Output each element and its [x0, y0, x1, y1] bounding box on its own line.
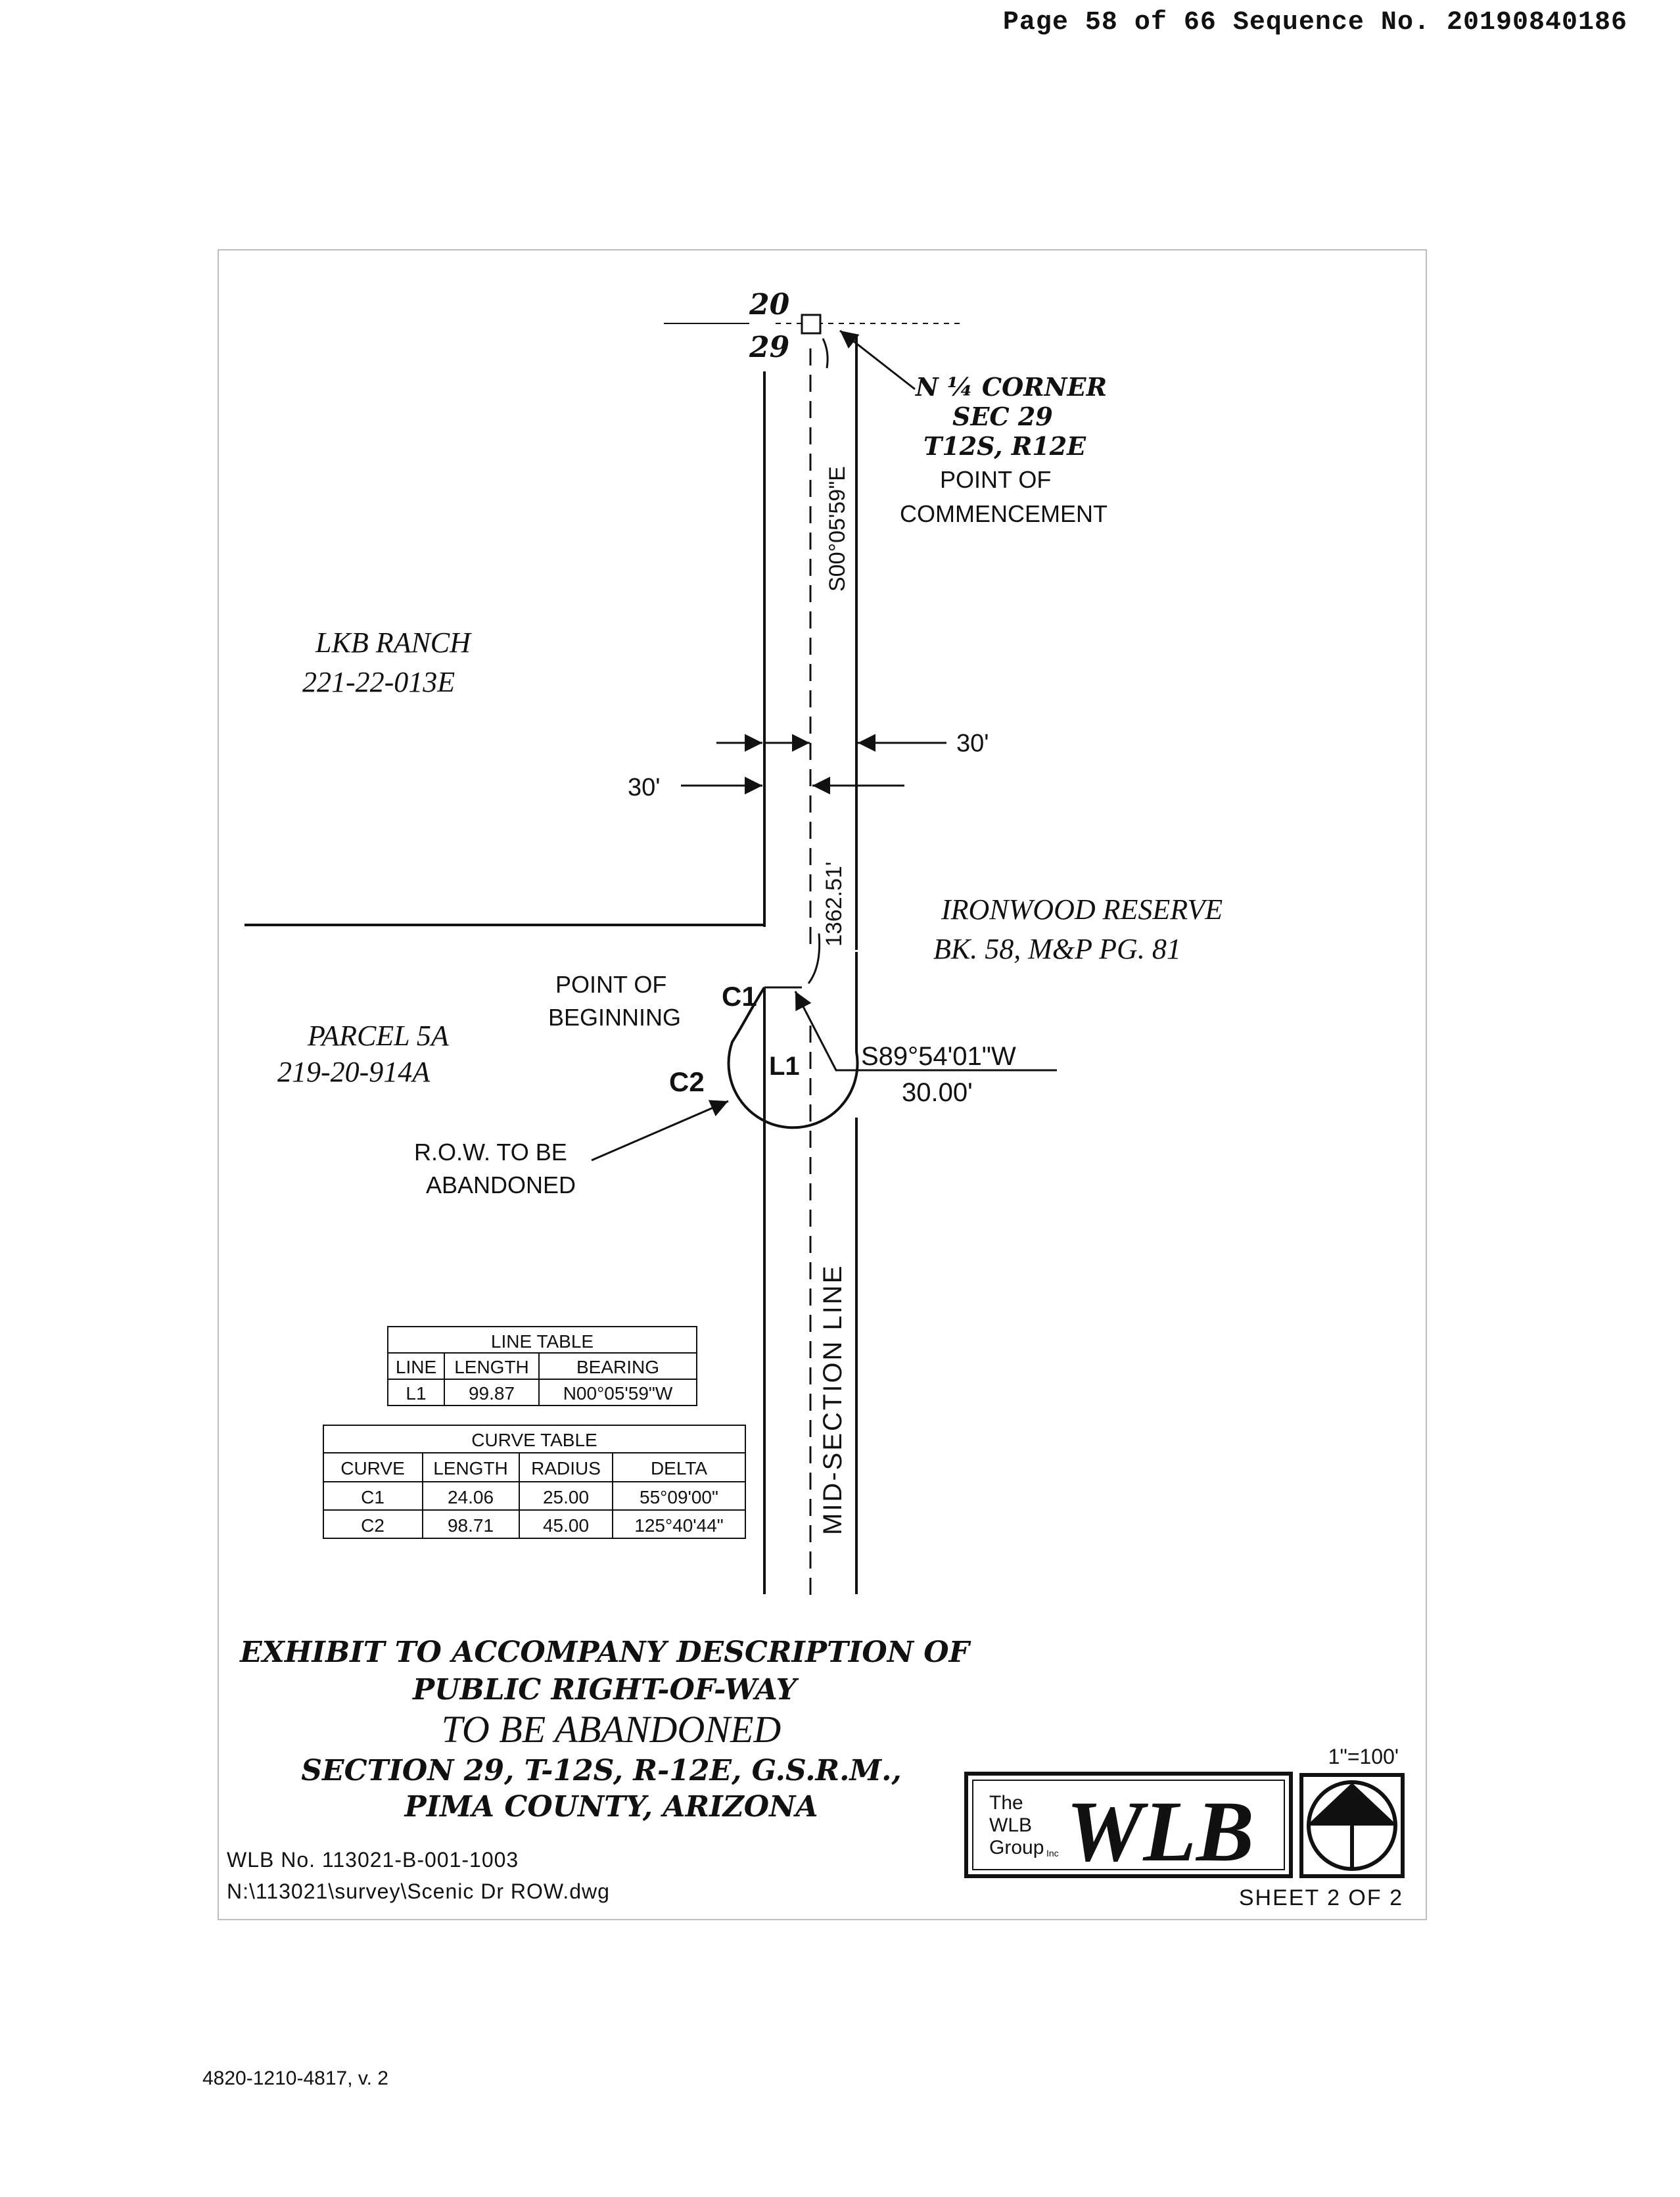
east-bearing-label: S89°54'01"W [861, 1042, 1016, 1071]
curve-table-cell: 45.00 [543, 1515, 589, 1536]
bearing-leader [794, 991, 1057, 1072]
centerline-curl [822, 338, 829, 369]
logo-wlb-text: WLB [1066, 1783, 1254, 1879]
cul-de-sac-outline [727, 952, 859, 1129]
drawing-scale: 1"=100' [1328, 1745, 1399, 1768]
title-block: EXHIBIT TO ACCOMPANY DESCRIPTION OF PUBL… [227, 1636, 1403, 1910]
north-bearing-label: S00°05'59"E [825, 466, 850, 592]
parcel-5a-name: PARCEL 5A [307, 1020, 450, 1052]
sheet-number: SHEET 2 OF 2 [1239, 1885, 1403, 1910]
curve-table-cell: 25.00 [543, 1487, 589, 1507]
commencement-label-1: POINT OF [940, 466, 1051, 493]
document-id: 4820-1210-4817, v. 2 [202, 2067, 388, 2089]
wlb-job-number: WLB No. 113021-B-001-1003 [227, 1848, 519, 1872]
curve-table: CURVE TABLE CURVE LENGTH RADIUS DELTA C1… [323, 1425, 746, 1539]
ironwood-reserve-name: IRONWOOD RESERVE [941, 893, 1223, 926]
north-arrow-icon [1299, 1773, 1405, 1878]
ironwood-reserve-book: BK. 58, M&P PG. 81 [933, 933, 1181, 965]
width-label-west: 30' [628, 774, 661, 801]
logo-small-text: Group [989, 1837, 1044, 1858]
curve-c1-label: C1 [722, 981, 757, 1012]
line-table-header: BEARING [576, 1357, 659, 1377]
beginning-curl [807, 933, 821, 984]
width-label-east: 30' [956, 730, 989, 757]
logo-small-text: The [989, 1792, 1023, 1814]
curve-table-title: CURVE TABLE [471, 1430, 597, 1450]
title-line-2: PUBLIC RIGHT-OF-WAY [411, 1673, 799, 1707]
curve-table-header: LENGTH [433, 1458, 508, 1478]
lkb-ranch-number: 221-22-013E [302, 666, 455, 698]
title-line-1: EXHIBIT TO ACCOMPANY DESCRIPTION OF [239, 1636, 971, 1669]
corner-label-3: T12S, R12E [923, 431, 1086, 461]
line-table: LINE TABLE LINE LENGTH BEARING L1 99.87 … [387, 1326, 697, 1406]
logo-small-text: WLB [989, 1814, 1032, 1836]
page-header: Page 58 of 66 Sequence No. 20190840186 [1002, 8, 1627, 37]
line-table-header: LINE [396, 1357, 436, 1377]
parcel-5a-number: 219-20-914A [277, 1056, 431, 1088]
curve-c2-label: C2 [669, 1066, 705, 1097]
curve-table-cell: 125°40'44" [634, 1515, 724, 1536]
drawing-frame [218, 249, 1427, 1920]
curve-table-header: CURVE [340, 1458, 405, 1478]
section-number-north: 20 [749, 288, 790, 321]
title-line-3: TO BE ABANDONED [442, 1708, 782, 1751]
lkb-ranch-name: LKB RANCH [315, 626, 472, 659]
title-line-5: PIMA COUNTY, ARIZONA [404, 1790, 818, 1824]
curve-table-cell: 24.06 [448, 1487, 494, 1507]
line-table-cell: L1 [406, 1383, 426, 1404]
curve-table-cell: 55°09'00" [640, 1487, 718, 1507]
dwg-file-path: N:\113021\survey\Scenic Dr ROW.dwg [227, 1879, 610, 1903]
mid-section-label: MID-SECTION LINE [818, 1264, 847, 1535]
curve-table-header: RADIUS [531, 1458, 601, 1478]
line-table-cell: N00°05'59"W [563, 1383, 673, 1404]
logo-inc-text: Inc [1046, 1848, 1059, 1858]
curve-table-cell: C2 [361, 1515, 385, 1536]
east-distance-label: 30.00' [902, 1078, 973, 1107]
section-number-south: 29 [749, 331, 789, 364]
corner-label-1: N ¼ CORNER [915, 372, 1107, 402]
center-distance-label: 1362.51' [822, 862, 847, 947]
line-table-header: LENGTH [454, 1357, 529, 1377]
corner-label-2: SEC 29 [952, 402, 1053, 431]
row-leader [591, 1100, 729, 1162]
commencement-label-2: COMMENCEMENT [900, 500, 1108, 527]
line-l1-label: L1 [769, 1052, 800, 1081]
row-label-2: ABANDONED [426, 1171, 576, 1198]
line-table-cell: 99.87 [469, 1383, 515, 1404]
curve-table-cell: 98.71 [448, 1515, 494, 1536]
commencement-leader [839, 329, 916, 390]
wlb-logo: The WLB Group Inc WLB [964, 1772, 1293, 1879]
title-line-4: SECTION 29, T-12S, R-12E, G.S.R.M., [301, 1754, 902, 1787]
beginning-label-2: BEGINNING [548, 1004, 681, 1031]
line-table-title: LINE TABLE [491, 1331, 594, 1352]
row-label-1: R.O.W. TO BE [414, 1139, 567, 1166]
corner-marker [801, 314, 822, 335]
curve-table-cell: C1 [361, 1487, 385, 1507]
beginning-label-1: POINT OF [555, 971, 666, 998]
curve-table-header: DELTA [651, 1458, 707, 1478]
